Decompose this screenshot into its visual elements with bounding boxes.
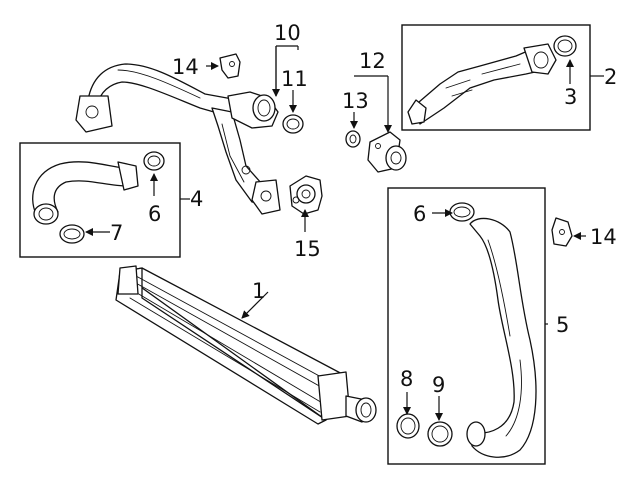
charge-pipe-5	[396, 202, 537, 458]
outlet-pipe-2	[407, 35, 577, 125]
callout-5: 5	[556, 313, 569, 337]
bracket-14-right	[551, 217, 573, 247]
callout-14-upper: 14	[172, 55, 199, 79]
callout-13: 13	[342, 89, 369, 113]
intercooler-1	[115, 265, 377, 425]
callout-10: 10	[274, 21, 301, 45]
group-box-4	[19, 142, 181, 258]
washer-13	[345, 130, 361, 148]
valve-15	[289, 175, 323, 215]
flange-12	[367, 131, 407, 173]
callout-8: 8	[400, 367, 413, 391]
callout-12: 12	[359, 49, 386, 73]
callout-3: 3	[564, 85, 577, 109]
callout-6-group5: 6	[413, 202, 426, 226]
group-box-5	[387, 187, 546, 465]
callout-14-right: 14	[590, 225, 617, 249]
callout-2: 2	[604, 65, 617, 89]
callout-7: 7	[110, 221, 123, 245]
group-box-2	[401, 24, 591, 131]
callout-4: 4	[190, 187, 203, 211]
pointer-lines	[85, 45, 604, 421]
callout-15: 15	[294, 237, 321, 261]
callout-11: 11	[281, 67, 308, 91]
callout-6-group4: 6	[148, 202, 161, 226]
upper-charge-pipe	[75, 63, 281, 215]
charge-hose-4	[32, 151, 165, 244]
callout-1: 1	[252, 279, 265, 303]
bracket-14-upper	[219, 53, 241, 79]
callout-9: 9	[432, 373, 445, 397]
gasket-ring-11	[282, 114, 304, 134]
